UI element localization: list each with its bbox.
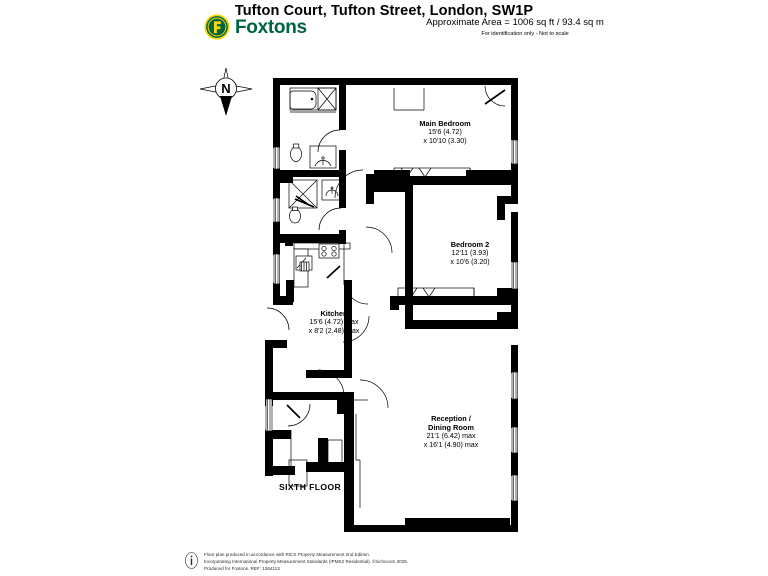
room-dimension-1: 15'6 (4.72)	[428, 128, 462, 137]
page-title: Tufton Court, Tufton Street, London, SW1…	[234, 3, 534, 19]
foxtons-logo: Foxtons	[204, 14, 307, 40]
room-dimension-1: 21'1 (6.42) max	[426, 432, 476, 441]
approximate-area: Approximate Area = 1006 sq ft / 93.4 sq …	[426, 17, 604, 28]
rics-badge-icon	[185, 552, 198, 569]
footer-line-3: Produced for Foxtons. REF: 1364113	[204, 566, 280, 572]
room-dimension-2: x 10'6 (3.20)	[450, 257, 490, 266]
room-label-bedroom-2: Bedroom 2 12'11 (3.93) x 10'6 (3.20)	[415, 240, 525, 266]
compass-north-label: N	[221, 81, 230, 96]
room-dimension-2: x 8'2 (2.48) max	[308, 326, 360, 335]
walls-group	[265, 78, 518, 532]
room-dimension-1: 15'6 (4.72) max	[309, 318, 359, 327]
room-name: Bedroom 2	[450, 240, 490, 249]
room-label-reception-dining: Reception / Dining Room 21'1 (6.42) max …	[390, 414, 512, 449]
windows-group	[265, 139, 518, 502]
room-dimension-2: x 10'10 (3.30)	[423, 136, 467, 145]
room-outlines-group	[290, 392, 368, 466]
room-name: Reception /	[431, 414, 471, 423]
foxtons-logo-icon	[204, 14, 230, 40]
room-name-line-2: Dining Room	[428, 423, 474, 433]
footer-line-1: Floor plan produced in accordance with R…	[204, 552, 370, 557]
foxtons-logo-text: Foxtons	[235, 16, 307, 38]
floor-level-label: SIXTH FLOOR	[279, 482, 342, 492]
room-dimension-2: x 16'1 (4.90) max	[423, 440, 479, 449]
compass-rose-icon: N	[199, 67, 253, 116]
room-name: Main Bedroom	[419, 119, 471, 128]
door-leaves-group	[286, 89, 506, 419]
room-label-main-bedroom: Main Bedroom 15'6 (4.72) x 10'10 (3.30)	[390, 119, 500, 145]
footer-line-2: Incorporating International Property Mea…	[204, 559, 409, 565]
room-name: Kitchen	[320, 309, 348, 318]
area-disclaimer: For identification only - Not to scale	[481, 31, 569, 37]
room-label-kitchen: Kitchen 15'6 (4.72) max x 8'2 (2.48) max	[278, 309, 390, 335]
footer-disclaimer: Floor plan produced in accordance with R…	[183, 551, 408, 572]
room-dimension-1: 12'11 (3.93)	[451, 249, 489, 258]
